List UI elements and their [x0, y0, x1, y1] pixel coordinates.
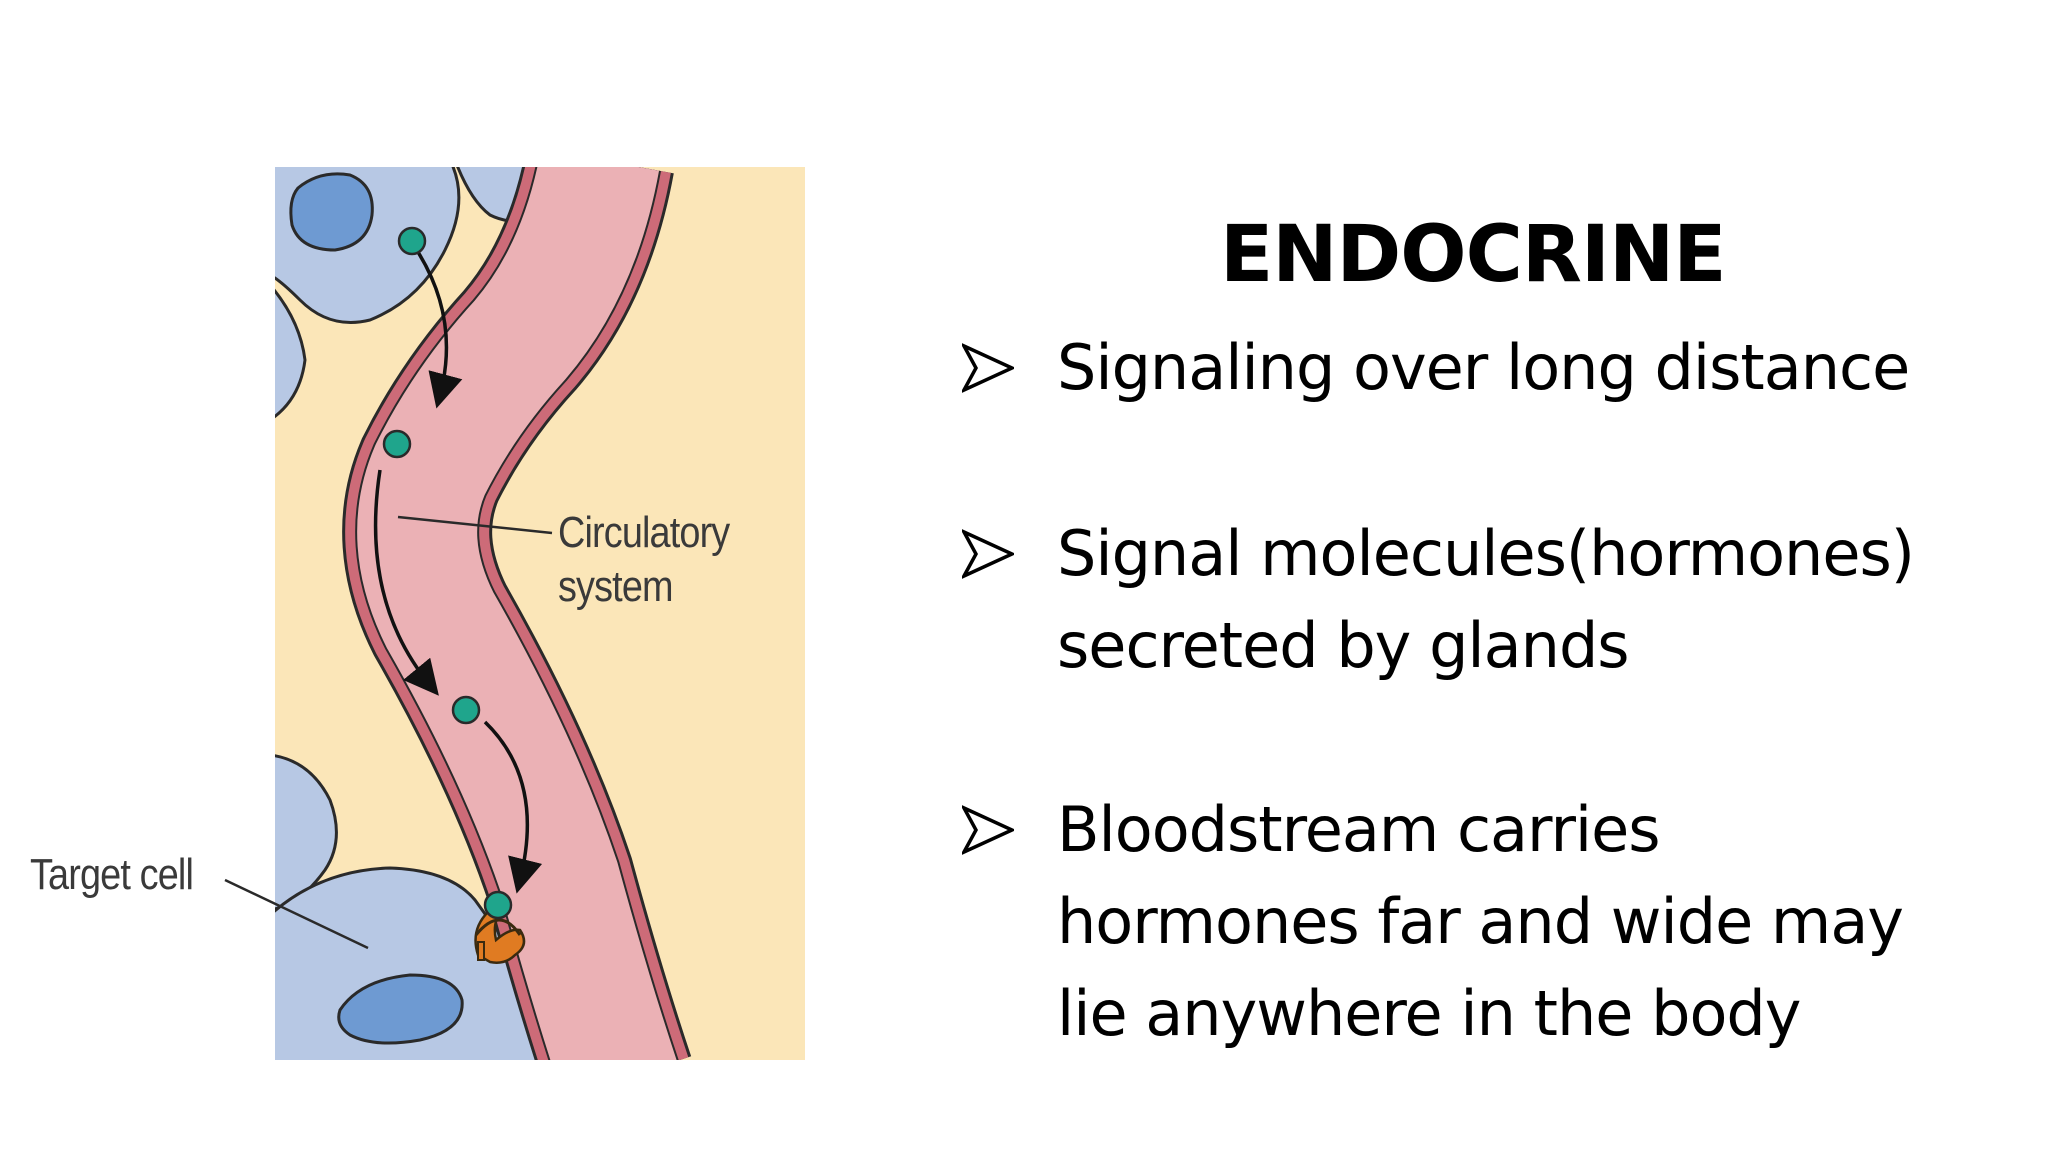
nucleus-top	[289, 172, 374, 252]
hormone-molecule	[397, 226, 427, 256]
bullet-line: lie anywhere in the body	[1057, 977, 1801, 1050]
hormone-arrow-3	[483, 720, 543, 894]
diagram-graphic	[224, 167, 805, 1060]
left-cell	[275, 288, 307, 419]
bullet-line: secreted by glands	[1057, 609, 1630, 682]
receptor-icon	[474, 890, 526, 964]
endocrine-diagram: Circulatory system Target cell	[0, 0, 900, 1152]
arrowhead-bullet-icon	[962, 805, 1014, 855]
hormone-molecule	[382, 429, 412, 459]
circulatory-label-pointer	[397, 515, 553, 535]
hormone-molecule	[451, 695, 481, 725]
bullet-line: Bloodstream carries	[1057, 793, 1661, 866]
circulatory-label: Circulatory	[558, 508, 730, 557]
hormone-arrow-1	[416, 251, 463, 409]
arrowhead-bullet-icon	[962, 343, 1014, 393]
target-cell-label: Target cell	[30, 850, 194, 899]
nucleus-target	[337, 973, 464, 1045]
target-label-pointer	[224, 878, 369, 950]
hormone-arrow-2	[373, 469, 439, 696]
blood-vessel-lumen	[357, 167, 677, 1060]
arrowhead-bullet-icon	[962, 529, 1014, 579]
circulatory-label-system: system	[558, 562, 674, 611]
bullet-line: Signal molecules(hormones)	[1057, 517, 1915, 590]
slide-title: ENDOCRINE	[1220, 210, 1727, 300]
bullet-line: Signaling over long distance	[1057, 331, 1910, 404]
bullet-line: hormones far and wide may	[1057, 885, 1904, 958]
